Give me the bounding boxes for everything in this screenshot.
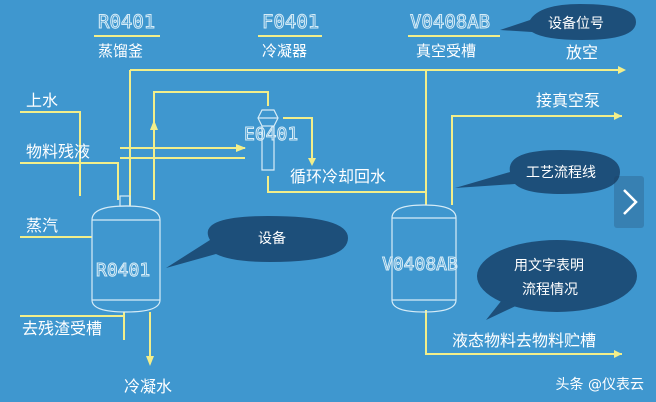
label-vent: 放空: [566, 43, 598, 62]
tag-reactor-code: R0401: [98, 11, 155, 33]
callout-process-line-text: 工艺流程线: [526, 165, 596, 181]
tag-receiver: V0408AB 真空受槽: [408, 11, 500, 60]
callout-text-line2: 流程情况: [522, 282, 578, 298]
label-condensate: 冷凝水: [124, 377, 172, 396]
process-lines: [20, 66, 626, 366]
condenser: E0401: [244, 109, 299, 171]
callout-tag-position-text: 设备位号: [548, 15, 604, 32]
label-steam: 蒸汽: [26, 216, 58, 235]
label-return-water: 循环冷却回水: [290, 167, 386, 186]
label-water-in: 上水: [26, 91, 58, 110]
tag-receiver-code: V0408AB: [410, 11, 490, 33]
next-slide-button[interactable]: [614, 176, 644, 228]
tag-reactor-name: 蒸馏釜: [98, 42, 143, 60]
chevron-right-icon: [623, 189, 638, 215]
callout-text-description: 用文字表明 流程情况: [477, 240, 637, 320]
tag-condenser: F0401 冷凝器: [258, 11, 322, 60]
label-liquid-to-storage: 液态物料去物料贮槽: [452, 331, 596, 350]
tag-receiver-name: 真空受槽: [416, 42, 476, 60]
tag-condenser-code: F0401: [262, 11, 319, 33]
condenser-code: E0401: [244, 124, 298, 145]
reactor-code: R0401: [96, 260, 150, 281]
callout-process-line: 工艺流程线: [455, 150, 620, 194]
tag-reactor: R0401 蒸馏釜: [94, 11, 160, 60]
callout-text-line1: 用文字表明: [514, 258, 584, 274]
receiver-code: V0408AB: [382, 254, 458, 275]
tag-condenser-name: 冷凝器: [262, 42, 307, 60]
label-to-residue-tank: 去残渣受槽: [22, 319, 102, 338]
callout-tag-position: 设备位号: [500, 4, 636, 40]
callout-equipment-text: 设备: [258, 230, 286, 247]
callout-equipment: 设备: [166, 216, 348, 268]
label-residue-feed: 物料残液: [26, 142, 90, 161]
reactor-vessel: R0401: [91, 195, 161, 313]
label-vacuum-pump: 接真空泵: [536, 91, 600, 110]
watermark: 头条 @仪表云: [555, 377, 644, 393]
receiver-vessel: V0408AB: [382, 204, 458, 313]
